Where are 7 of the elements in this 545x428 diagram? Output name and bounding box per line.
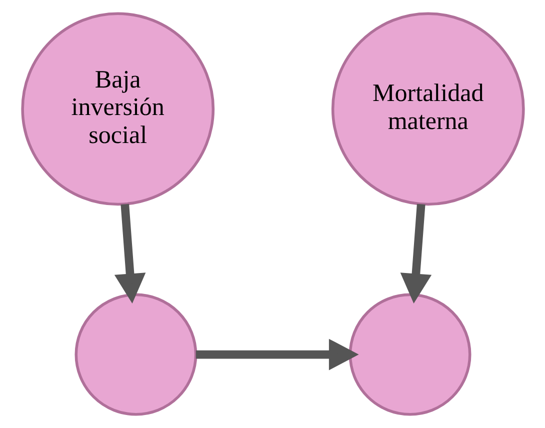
node-circle bbox=[74, 293, 197, 416]
arrow bbox=[400, 204, 432, 304]
arrow bbox=[114, 204, 146, 304]
arrow bbox=[195, 338, 358, 370]
node-circle: Baja inversión social bbox=[20, 12, 214, 206]
node-circle: Mortalidad materna bbox=[330, 12, 524, 206]
node-circle bbox=[348, 293, 471, 416]
